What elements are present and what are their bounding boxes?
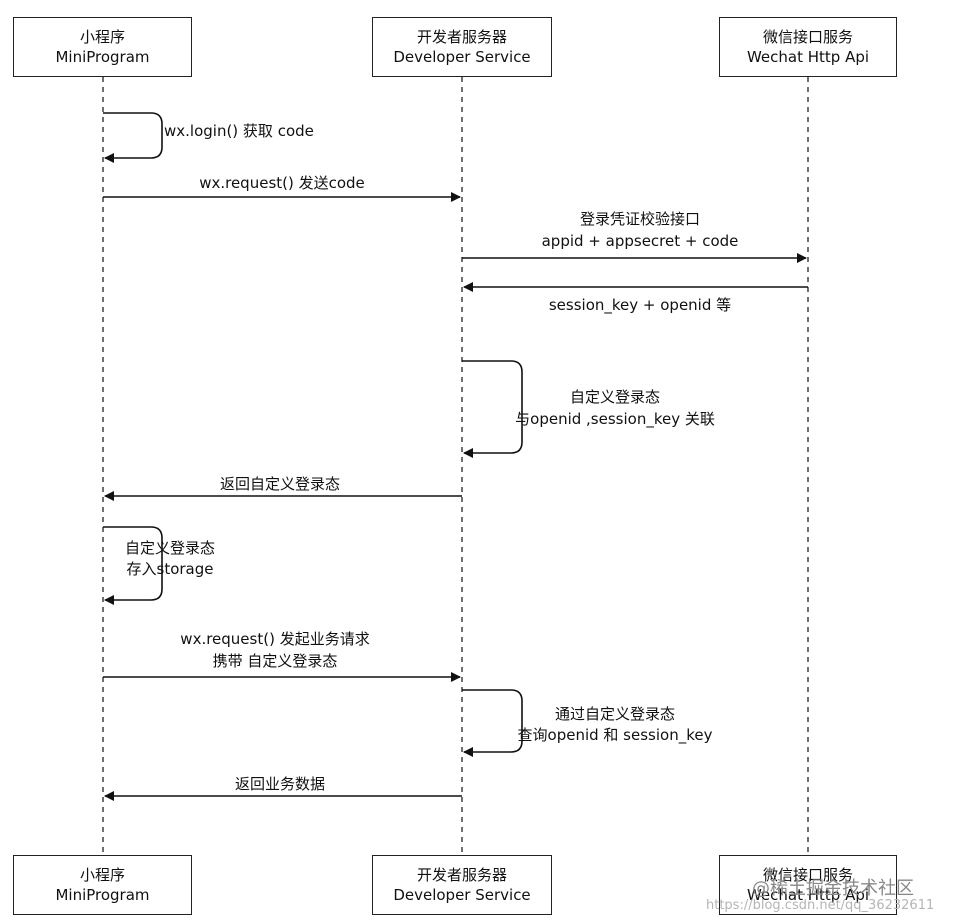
participant-cn: 微信接口服务 <box>762 866 853 884</box>
participant-cn: 微信接口服务 <box>762 28 853 46</box>
self-arrow-query <box>462 689 523 757</box>
participant-wechat-api-top: 微信接口服务 Wechat Http Api <box>719 17 897 77</box>
participant-en: Developer Service <box>393 886 531 904</box>
label-send-code: wx.request() 发送code <box>199 174 365 192</box>
label-return-custom: 返回自定义登录态 <box>219 475 340 493</box>
participant-wechat-api-bottom: 微信接口服务 Wechat Http Api <box>719 855 897 915</box>
participant-en: MiniProgram <box>55 48 150 66</box>
participant-en: Wechat Http Api <box>746 48 870 66</box>
participant-developer-service-top: 开发者服务器 Developer Service <box>372 17 552 77</box>
participant-cn: 开发者服务器 <box>416 28 507 46</box>
participant-cn: 小程序 <box>79 866 125 884</box>
label-login: wx.login() 获取 code <box>164 122 314 140</box>
self-arrow-store <box>103 526 163 605</box>
self-arrow-custom-state <box>462 360 523 458</box>
label-custom-line2: 与openid ,session_key 关联 <box>515 410 715 428</box>
watermark-url: https://blog.csdn.net/qq_36232611 <box>706 898 935 913</box>
watermark-text: @稀土掘金技术社区 <box>752 878 914 899</box>
label-query-line1: 通过自定义登录态 <box>554 705 675 723</box>
label-custom-line1: 自定义登录态 <box>569 388 660 406</box>
self-arrow-login <box>103 112 163 163</box>
label-request-line2: 携带 自定义登录态 <box>212 652 338 670</box>
label-store-line2: 存入storage <box>126 560 214 578</box>
participant-cn: 小程序 <box>79 28 125 46</box>
participant-en: MiniProgram <box>55 886 150 904</box>
label-verify-line2: appid + appsecret + code <box>541 232 739 250</box>
label-verify-line1: 登录凭证校验接口 <box>579 210 700 228</box>
participant-en: Wechat Http Api <box>746 886 870 904</box>
participant-miniprogram-bottom: 小程序 MiniProgram <box>13 855 192 915</box>
label-request-line1: wx.request() 发起业务请求 <box>180 630 370 648</box>
participant-miniprogram-top: 小程序 MiniProgram <box>13 17 192 77</box>
label-session-return: session_key + openid 等 <box>548 296 732 314</box>
label-store-line1: 自定义登录态 <box>124 539 215 557</box>
label-return-data: 返回业务数据 <box>234 775 325 793</box>
participant-developer-service-bottom: 开发者服务器 Developer Service <box>372 855 552 915</box>
label-query-line2: 查询openid 和 session_key <box>517 726 713 744</box>
participant-cn: 开发者服务器 <box>416 866 507 884</box>
participant-en: Developer Service <box>393 48 531 66</box>
